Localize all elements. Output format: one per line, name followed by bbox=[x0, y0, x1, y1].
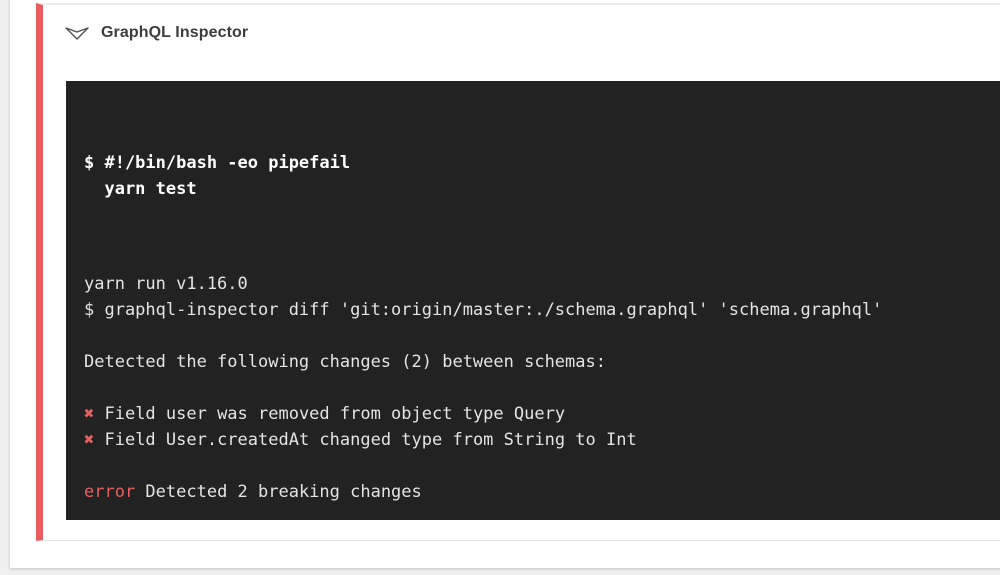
terminal-line: $ #!/bin/bash -eo pipefail bbox=[84, 150, 1000, 176]
terminal-text-segment: ✖ bbox=[84, 404, 95, 424]
terminal-text-segment: Detected the following changes (2) betwe… bbox=[84, 352, 606, 372]
terminal-line bbox=[84, 505, 1000, 520]
terminal-log-block: yarn run v1.16.0 $ graphql-inspector diff… bbox=[84, 271, 1000, 520]
terminal-text-segment: yarn run v1.16.0 bbox=[84, 274, 248, 294]
build-step-panel: GraphQL Inspector $ #!/bin/bash -eo pipe… bbox=[10, 0, 1000, 568]
terminal-line: yarn run v1.16.0 bbox=[84, 271, 1000, 297]
terminal-line: $ graphql-inspector diff 'git:origin/mas… bbox=[84, 297, 1000, 323]
terminal-line: ✖ Field User.createdAt changed type from… bbox=[84, 427, 1000, 453]
terminal-text-segment: Detected 2 breaking changes bbox=[135, 482, 422, 502]
terminal-text-segment: $ graphql-inspector diff 'git:origin/mas… bbox=[84, 300, 883, 320]
terminal-line: error Detected 2 breaking changes bbox=[84, 479, 1000, 505]
terminal-text-segment: error bbox=[84, 482, 136, 502]
terminal-line bbox=[84, 375, 1000, 401]
step-header[interactable]: GraphQL Inspector bbox=[64, 22, 248, 44]
terminal-text-segment: Field user was removed from object type … bbox=[94, 404, 566, 424]
terminal-line bbox=[84, 453, 1000, 479]
terminal-output[interactable]: $ #!/bin/bash -eo pipefail yarn test yar… bbox=[66, 81, 1000, 520]
terminal-text-segment: $ #!/bin/bash -eo pipefail bbox=[84, 153, 351, 173]
terminal-line: ✖ Field user was removed from object typ… bbox=[84, 401, 1000, 427]
terminal-text-segment: ✖ bbox=[84, 430, 95, 450]
terminal-line: Detected the following changes (2) betwe… bbox=[84, 349, 1000, 375]
failed-step-card: GraphQL Inspector $ #!/bin/bash -eo pipe… bbox=[36, 3, 1000, 541]
terminal-line: yarn test bbox=[84, 176, 1000, 202]
terminal-line bbox=[84, 323, 1000, 349]
terminal-text-segment: Field User.createdAt changed type from S… bbox=[94, 430, 637, 450]
step-title: GraphQL Inspector bbox=[101, 24, 249, 41]
chevron-collapse-icon[interactable] bbox=[64, 22, 90, 44]
terminal-command-block: $ #!/bin/bash -eo pipefail yarn test bbox=[84, 150, 1000, 202]
terminal-text-segment: yarn test bbox=[84, 179, 197, 199]
